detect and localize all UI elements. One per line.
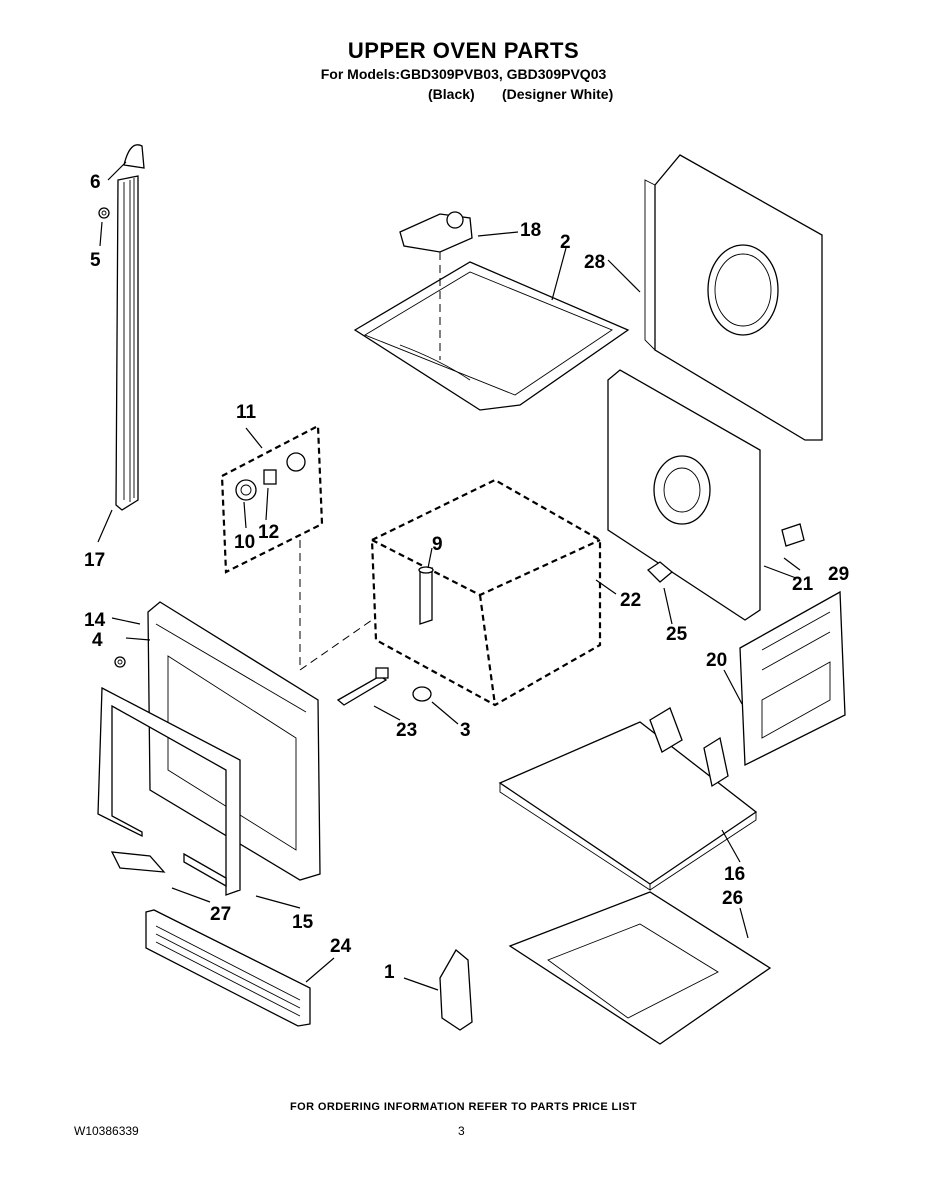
part-5-screw (98, 207, 110, 219)
part-16-support-shelf (498, 707, 758, 891)
part-27-clip (110, 851, 166, 873)
callout-20: 20 (706, 650, 727, 671)
part-24-vent-grille (145, 909, 311, 1027)
part-21-fan-panel (607, 369, 761, 621)
part-28-rear-panel (644, 154, 823, 441)
part-25-mount (646, 561, 674, 583)
part-6-end-cap (123, 144, 145, 169)
callout-12: 12 (258, 522, 279, 543)
callout-4: 4 (92, 630, 103, 651)
variant-white: (Designer White) (502, 86, 614, 102)
callout-1: 1 (384, 962, 395, 983)
callout-27: 27 (210, 904, 231, 925)
callout-23: 23 (396, 720, 417, 741)
callout-9: 9 (432, 534, 443, 555)
part-23-sensor (336, 667, 389, 706)
callout-18: 18 (520, 220, 541, 241)
callout-10: 10 (234, 532, 255, 553)
page-number: 3 (458, 1124, 465, 1138)
callout-26: 26 (722, 888, 743, 909)
callout-5: 5 (90, 250, 101, 271)
callout-11: 11 (236, 402, 257, 423)
callout-25: 25 (666, 624, 688, 645)
part-29-clip (781, 523, 805, 547)
part-14-front-frame (147, 601, 321, 881)
part-15-gasket (97, 686, 241, 896)
callout-6: 6 (90, 172, 101, 193)
part-11-knob-assembly (220, 424, 324, 574)
part-17-trim-strip (115, 175, 139, 511)
part-26-bottom-pan (508, 891, 772, 1045)
callout-21: 21 (792, 574, 814, 595)
variant-black: (Black) (428, 86, 475, 102)
callout-16: 16 (724, 864, 745, 885)
part-20-side-panel (739, 590, 846, 767)
callout-28: 28 (584, 252, 605, 273)
ordering-note: FOR ORDERING INFORMATION REFER TO PARTS … (290, 1101, 637, 1113)
callout-24: 24 (330, 936, 352, 957)
part-3-lens (412, 686, 432, 702)
models-line: For Models:GBD309PVB03, GBD309PVQ03 (320, 66, 607, 82)
callout-22: 22 (620, 590, 641, 611)
part-4-screw (114, 656, 126, 668)
callout-2: 2 (560, 232, 571, 253)
callout-29: 29 (828, 564, 849, 585)
part-9-element (418, 566, 434, 625)
page-title: UPPER OVEN PARTS (347, 38, 580, 63)
leader-lines (97, 161, 801, 991)
callout-14: 14 (84, 610, 106, 631)
part-1-bracket (439, 949, 473, 1031)
part-18-switch (399, 211, 473, 253)
part-2-top-panel (353, 261, 630, 411)
callout-15: 15 (292, 912, 314, 933)
part-22-oven-liner (370, 478, 602, 707)
document-number: W10386339 (74, 1124, 139, 1138)
callout-17: 17 (84, 550, 105, 571)
callout-3: 3 (460, 720, 471, 741)
